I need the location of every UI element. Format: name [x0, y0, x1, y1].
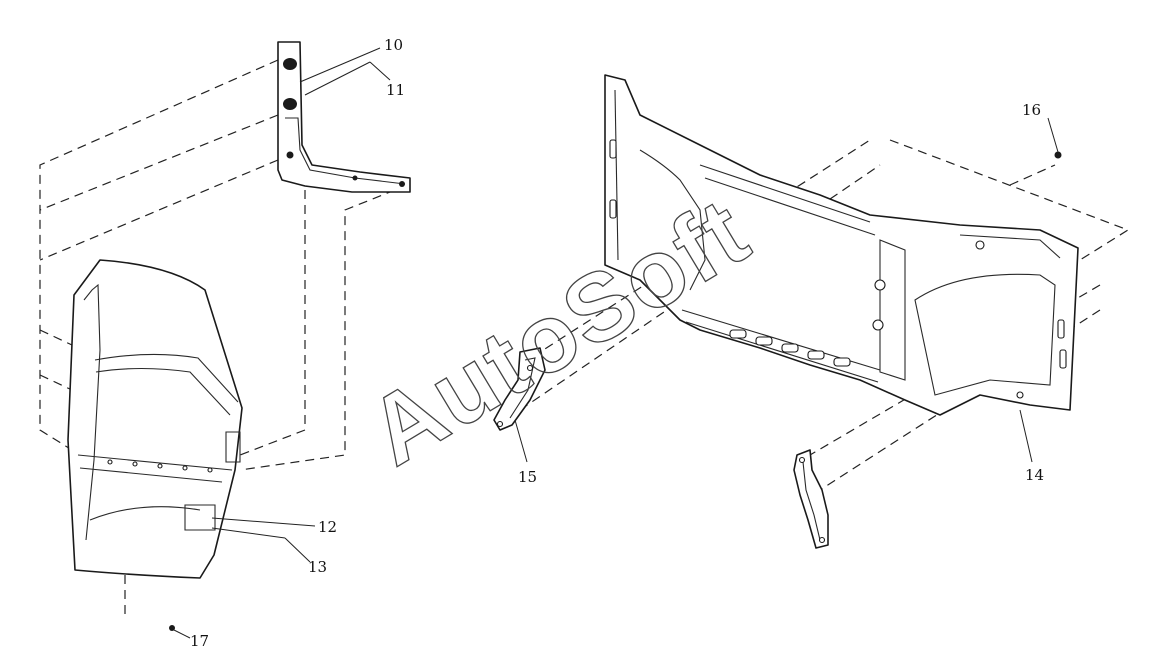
callout-11: 11	[386, 81, 405, 99]
left-side-panel	[67, 259, 243, 579]
bracket-part-10-11	[277, 41, 411, 193]
bolt-part-16	[1047, 117, 1062, 159]
support-bracket-lower-right	[793, 449, 829, 549]
callout-10: 10	[384, 36, 403, 54]
callout-12: 12	[318, 518, 337, 536]
callout-15: 15	[518, 468, 537, 486]
callout-13: 13	[308, 558, 327, 576]
bolt-part-17	[169, 625, 191, 639]
leader-lines	[211, 47, 1033, 563]
callout-14: 14	[1025, 466, 1044, 484]
callout-17: 17	[190, 632, 209, 650]
hinge-bracket-part-15	[493, 347, 546, 431]
callout-16: 16	[1022, 101, 1041, 119]
front-frame-part-14	[604, 74, 1079, 416]
